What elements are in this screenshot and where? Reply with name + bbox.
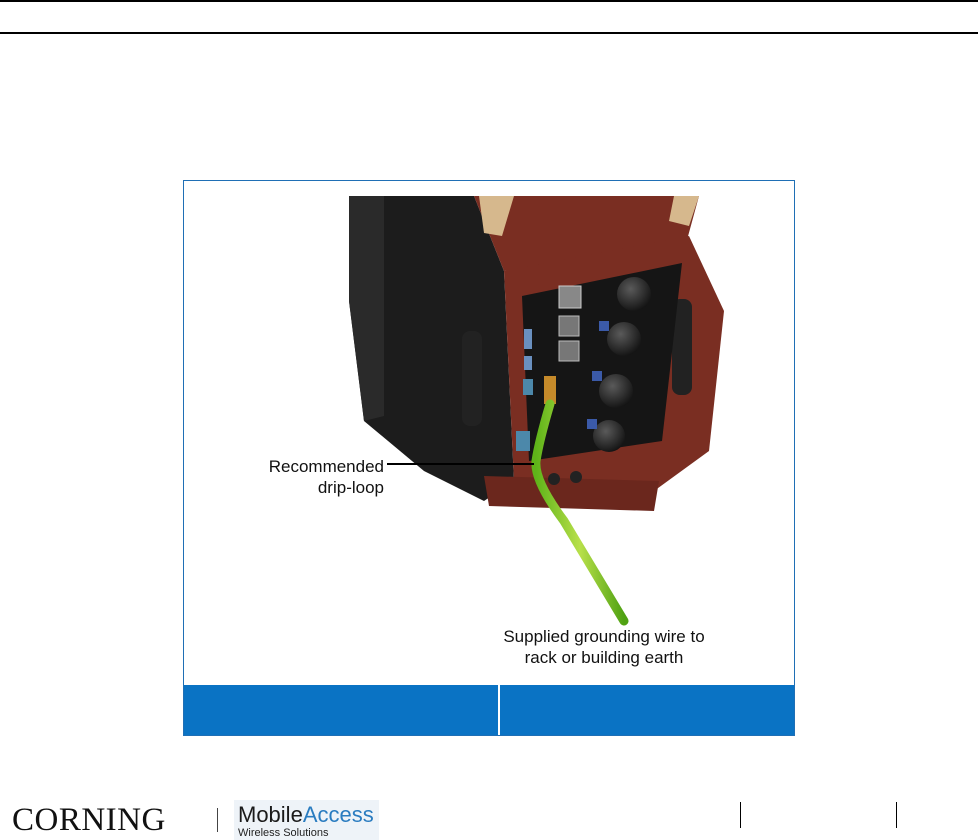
logo-divider bbox=[217, 808, 218, 832]
caption-bar bbox=[184, 685, 794, 736]
header-rule-bottom bbox=[0, 32, 978, 34]
callout-grounding-wire: Supplied grounding wire to rack or build… bbox=[474, 626, 734, 668]
callout-ground-line2: rack or building earth bbox=[474, 647, 734, 668]
callout-drip-loop: Recommended drip-loop bbox=[248, 456, 384, 498]
footer-logos: CORNING MobileAccess Wireless Solutions bbox=[12, 800, 382, 840]
corning-logo: CORNING bbox=[12, 800, 166, 840]
callout-drip-loop-line1: Recommended bbox=[248, 456, 384, 477]
caption-cell-left bbox=[184, 685, 500, 736]
mobileaccess-name-part2: Access bbox=[303, 802, 374, 827]
mobileaccess-tagline: Wireless Solutions bbox=[238, 827, 328, 840]
caption-cell-right bbox=[500, 685, 794, 736]
left-handle bbox=[462, 331, 482, 426]
callout-drip-loop-line2: drip-loop bbox=[248, 477, 384, 498]
footer-divider-1 bbox=[740, 802, 741, 828]
callout-ground-line1: Supplied grounding wire to bbox=[474, 626, 734, 647]
mobileaccess-logo: MobileAccess Wireless Solutions bbox=[234, 800, 379, 840]
equipment-illustration bbox=[184, 181, 794, 685]
mobileaccess-name-part1: Mobile bbox=[238, 802, 303, 827]
figure-frame: Recommended drip-loop Supplied grounding… bbox=[183, 180, 795, 736]
mobileaccess-name: MobileAccess bbox=[238, 802, 374, 828]
footer-divider-2 bbox=[896, 802, 897, 828]
header-rule-top bbox=[0, 0, 978, 2]
